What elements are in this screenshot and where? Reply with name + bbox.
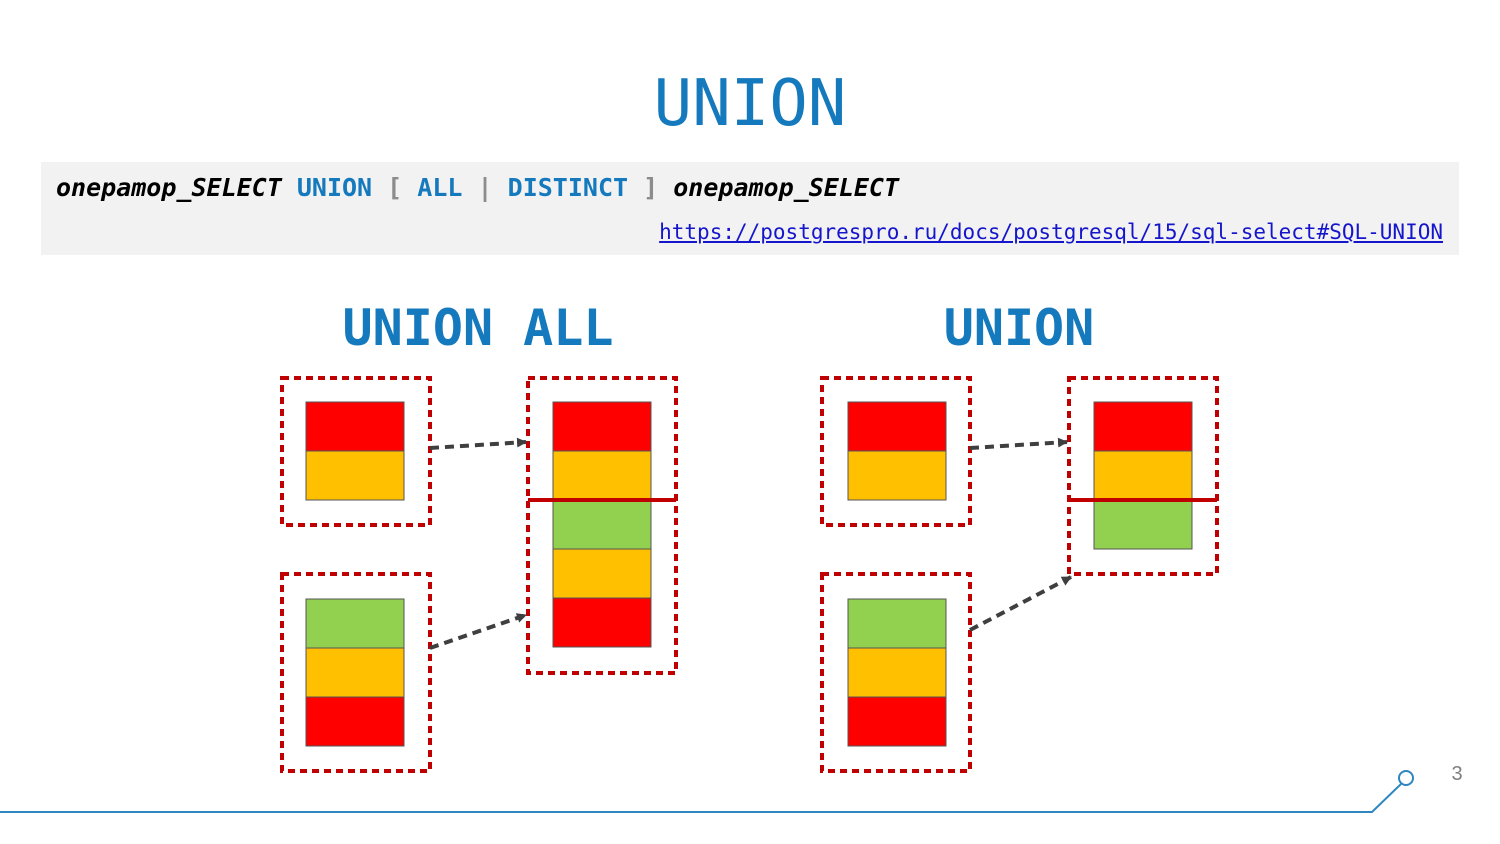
- union-input-bottom-row-red: [847, 696, 947, 747]
- union-all-result-row-red-1: [552, 401, 652, 452]
- syntax-operand-right: onepamop_SELECT: [673, 173, 900, 202]
- union-arrow-top: [969, 437, 1068, 450]
- union-all-input-top-frame: [280, 376, 432, 527]
- union-all-input-bottom-frame: [280, 572, 432, 773]
- union-all-result-frame: [526, 376, 678, 675]
- union-all-input-top-row-orange: [305, 450, 405, 501]
- union-all-arrow-bottom: [429, 613, 527, 650]
- union-input-top-frame: [820, 376, 972, 527]
- union-all-arrow-top: [429, 437, 527, 450]
- union-arrow-bottom: [969, 575, 1072, 632]
- syntax-box: onepamop_SELECT UNION [ ALL | DISTINCT ]…: [41, 162, 1459, 255]
- union-all-result-row-red-2: [552, 597, 652, 648]
- slide-title: UNION: [653, 67, 847, 141]
- union-result-row-orange: [1093, 450, 1193, 501]
- union-all-diagram: [280, 376, 678, 773]
- syntax-bracket-open: [: [387, 173, 403, 202]
- syntax-keyword-all: ALL: [417, 173, 463, 202]
- union-all-input-bottom-row-orange: [305, 647, 405, 698]
- union-result-row-red: [1093, 401, 1193, 452]
- union-input-bottom-row-green: [847, 598, 947, 649]
- syntax-operand-left: onepamop_SELECT: [56, 173, 282, 202]
- page-number: 3: [1451, 763, 1463, 785]
- union-distinct-diagram: [820, 376, 1219, 773]
- union-result-frame: [1067, 376, 1219, 576]
- union-result-row-green: [1093, 499, 1193, 550]
- union-all-input-bottom-row-green: [305, 598, 405, 649]
- union-diagram-title: UNION: [944, 299, 1095, 357]
- syntax-keyword-distinct: DISTINCT: [507, 173, 629, 202]
- syntax-keyword-union: UNION: [296, 173, 373, 202]
- footer-line: [0, 783, 1402, 813]
- union-input-top-row-orange: [847, 450, 947, 501]
- syntax-bracket-close: ]: [643, 173, 659, 202]
- union-all-input-top-row-red: [305, 401, 405, 452]
- union-all-input-bottom-row-red: [305, 696, 405, 747]
- docs-link[interactable]: https://postgrespro.ru/docs/postgresql/1…: [659, 220, 1443, 244]
- footer-node-icon: [1398, 770, 1414, 786]
- union-input-bottom-frame: [820, 572, 972, 773]
- union-all-diagram-title: UNION ALL: [343, 299, 614, 357]
- syntax-pipe: |: [477, 173, 493, 202]
- union-input-top-row-red: [847, 401, 947, 452]
- syntax-line: onepamop_SELECT UNION [ ALL | DISTINCT ]…: [56, 172, 899, 204]
